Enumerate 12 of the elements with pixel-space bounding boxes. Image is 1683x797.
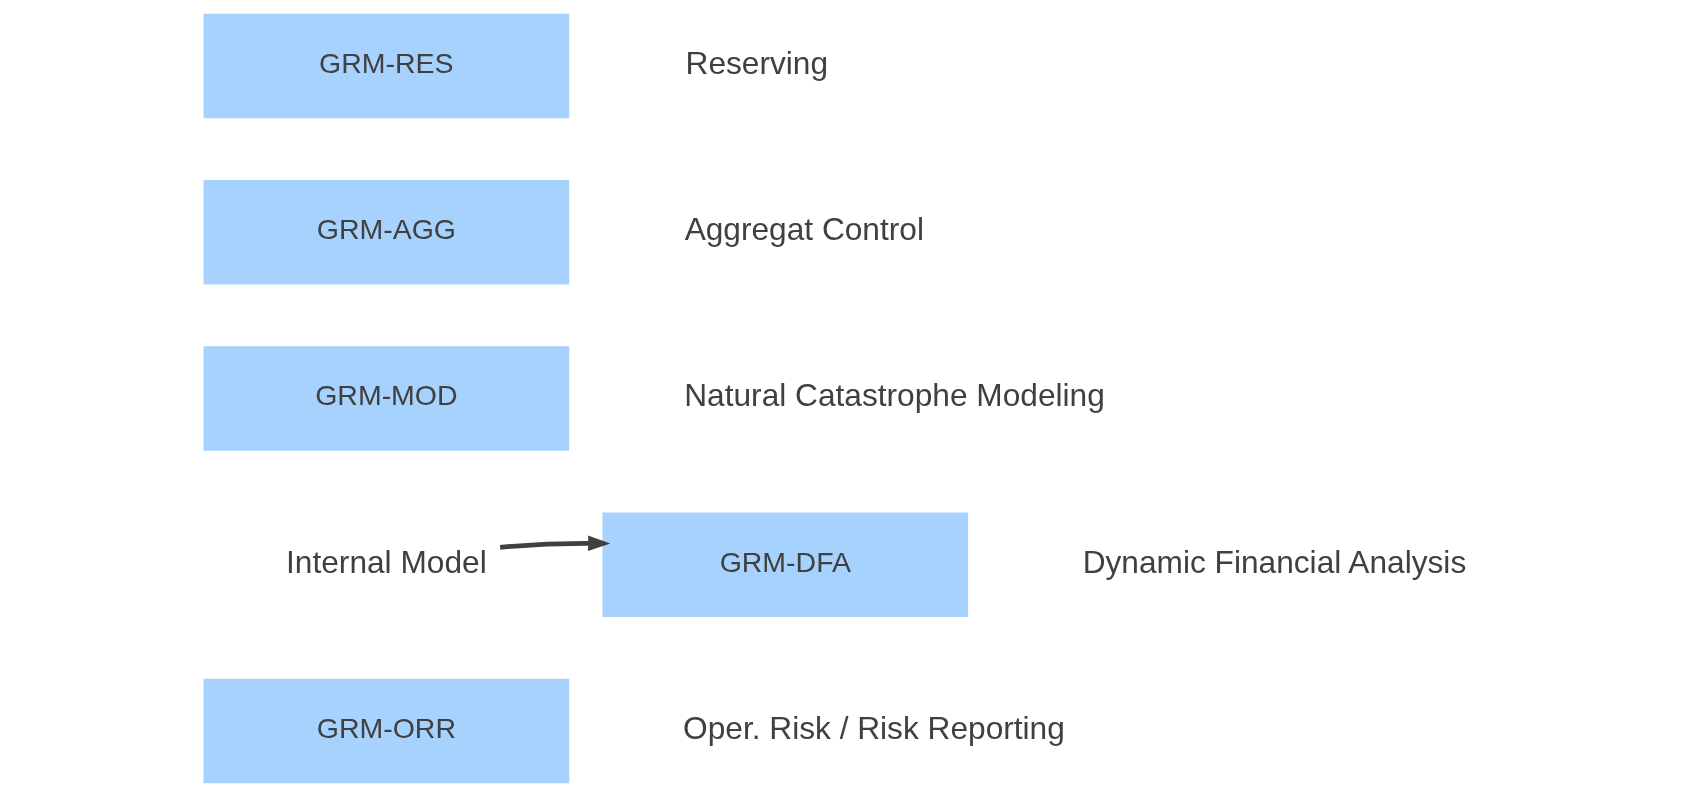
node-box: GRM-MOD: [203, 346, 570, 451]
arrow: [499, 535, 611, 552]
node-text: Internal Model: [286, 543, 487, 580]
node-label: Reserving: [685, 44, 829, 81]
node-box: GRM-AGG: [203, 180, 570, 285]
node-box: GRM-DFA: [602, 512, 969, 617]
node-label: Dynamic Financial Analysis: [1082, 543, 1467, 580]
node-label: Oper. Risk / Risk Reporting: [683, 709, 1065, 746]
node-label: Natural Catastrophe Modeling: [684, 377, 1105, 414]
node-label: Aggregat Control: [684, 211, 924, 248]
node-box: GRM-RES: [203, 13, 570, 119]
node-box: GRM-ORR: [203, 678, 570, 784]
